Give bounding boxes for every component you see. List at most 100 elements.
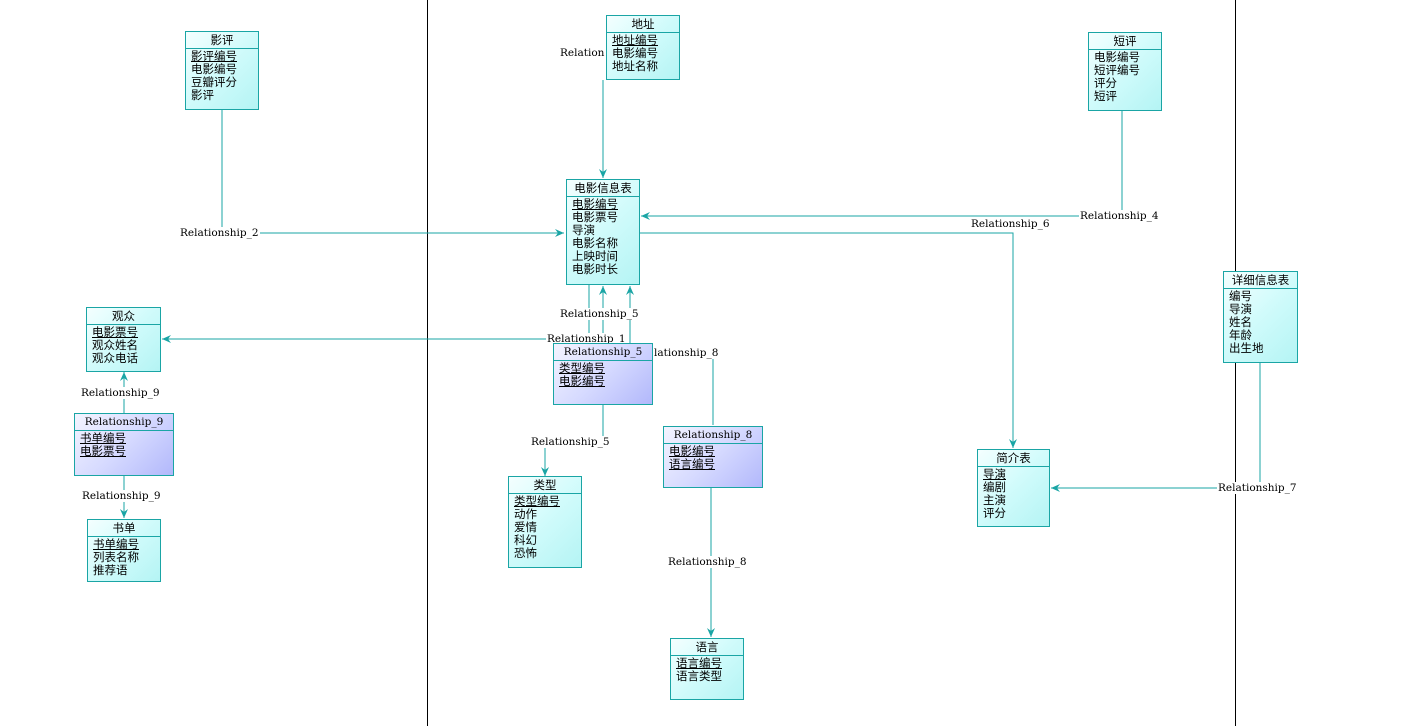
connector-relationship-1[interactable] (162, 285, 590, 343)
attribute: 电影编号 (191, 62, 237, 76)
primary-key-attribute: 类型编号 (559, 361, 605, 375)
attribute: 豆瓣评分 (191, 75, 237, 89)
primary-key-attribute: 电影票号 (92, 325, 138, 339)
label-relationship-9-top: Relationship_9 (80, 387, 161, 399)
label-relationship-8-bottom: Relationship_8 (667, 556, 748, 568)
entity-attributes: 导演编剧主演评分 (978, 467, 1049, 520)
label-relationship-4: Relationship_4 (1079, 210, 1160, 222)
entity-attributes: 电影编号电影票号导演电影名称上映时间电影时长 (567, 197, 639, 276)
connector-relationship-2[interactable] (221, 110, 564, 237)
entity-yingping[interactable]: 影评影评编号电影编号豆瓣评分影评 (185, 31, 259, 110)
entity-title: 语言 (671, 639, 743, 656)
entity-guanzhong[interactable]: 观众电影票号观众姓名观众电话 (86, 307, 161, 372)
attribute: 列表名称 (93, 550, 139, 564)
entity-attributes: 编号导演姓名年龄出生地 (1224, 289, 1297, 355)
label-relationship-6: Relationship_6 (970, 218, 1051, 230)
attribute: 观众姓名 (92, 338, 138, 352)
entity-title: 电影信息表 (567, 180, 639, 197)
entity-attributes: 地址编号电影编号地址名称 (607, 33, 679, 73)
entity-title: Relationship_8 (664, 427, 762, 444)
primary-key-attribute: 地址编号 (612, 33, 658, 47)
attribute: 评分 (1094, 76, 1117, 90)
attribute: 年龄 (1229, 328, 1252, 342)
entity-attributes: 类型编号动作爱情科幻恐怖 (509, 494, 581, 560)
connector-relationship-7[interactable] (1051, 363, 1261, 492)
attribute: 导演 (1229, 302, 1252, 316)
primary-key-attribute: 书单编号 (93, 537, 139, 551)
entity-shudan[interactable]: 书单书单编号列表名称推荐语 (87, 519, 161, 582)
attribute: 电影编号 (1094, 50, 1140, 64)
primary-key-attribute: 电影编号 (572, 197, 618, 211)
page-boundary-line (1235, 0, 1236, 726)
attribute: 科幻 (514, 533, 537, 547)
primary-key-attribute: 书单编号 (80, 431, 126, 445)
entity-title: 详细信息表 (1224, 272, 1297, 289)
attribute: 评分 (983, 506, 1006, 520)
entity-duanping[interactable]: 短评电影编号短评编号评分短评 (1088, 32, 1162, 111)
label-relationship-7: Relationship_7 (1217, 482, 1298, 494)
entity-title: 观众 (87, 308, 160, 325)
entity-title: Relationship_5 (554, 344, 652, 361)
attribute: 短评编号 (1094, 63, 1140, 77)
attribute: 主演 (983, 493, 1006, 507)
entity-attributes: 影评编号电影编号豆瓣评分影评 (186, 49, 258, 102)
attribute: 爱情 (514, 520, 537, 534)
entity-xiangxi[interactable]: 详细信息表编号导演姓名年龄出生地 (1223, 271, 1298, 363)
primary-key-attribute: 类型编号 (514, 494, 560, 508)
entity-title: 地址 (607, 16, 679, 33)
attribute: 影评 (191, 88, 214, 102)
entity-dizhi[interactable]: 地址地址编号电影编号地址名称 (606, 15, 680, 80)
entity-yuyan[interactable]: 语言语言编号语言类型 (670, 638, 744, 700)
connector-relationship-4[interactable] (641, 110, 1123, 220)
attribute: 语言类型 (676, 669, 722, 683)
primary-key-attribute: 语言编号 (676, 656, 722, 670)
attribute: 短评 (1094, 89, 1117, 103)
primary-key-attribute: 电影票号 (80, 444, 126, 458)
label-relationship-1: Relationship_1 (546, 333, 627, 345)
label-relationship-5-bottom: Relationship_5 (530, 436, 611, 448)
attribute: 动作 (514, 507, 537, 521)
attribute: 推荐语 (93, 563, 128, 577)
entity-title: 简介表 (978, 450, 1049, 467)
attribute: 导演 (572, 223, 595, 237)
attribute: 出生地 (1229, 341, 1264, 355)
entity-title: 类型 (509, 477, 581, 494)
entity-attributes: 电影编号短评编号评分短评 (1089, 50, 1161, 103)
entity-jianjie[interactable]: 简介表导演编剧主演评分 (977, 449, 1050, 527)
entity-attributes: 电影票号观众姓名观众电话 (87, 325, 160, 365)
primary-key-attribute: 影评编号 (191, 49, 237, 63)
attribute: 电影票号 (572, 210, 618, 224)
label-relationship-8-top: lationship_8 (653, 347, 720, 359)
attribute: 观众电话 (92, 351, 138, 365)
page-boundary-line (427, 0, 428, 726)
attribute: 电影编号 (612, 46, 658, 60)
entity-title: 短评 (1089, 33, 1161, 50)
primary-key-attribute: 语言编号 (669, 457, 715, 471)
attribute: 编剧 (983, 480, 1006, 494)
label-relationship-5-top: Relationship_5 (559, 308, 640, 320)
attribute: 电影时长 (572, 262, 618, 276)
primary-key-attribute: 电影编号 (559, 374, 605, 388)
label-relationship-2: Relationship_2 (179, 227, 260, 239)
label-relationship-9-bottom: Relationship_9 (81, 490, 162, 502)
attribute: 地址名称 (612, 59, 658, 73)
entity-title: 书单 (88, 520, 160, 537)
primary-key-attribute: 导演 (983, 467, 1006, 481)
primary-key-attribute: 电影编号 (669, 444, 715, 458)
attribute: 姓名 (1229, 315, 1252, 329)
label-relation-dizhi: Relation (560, 47, 605, 59)
entity-attributes: 语言编号语言类型 (671, 656, 743, 683)
entity-leixing[interactable]: 类型类型编号动作爱情科幻恐怖 (508, 476, 582, 568)
entity-dianying[interactable]: 电影信息表电影编号电影票号导演电影名称上映时间电影时长 (566, 179, 640, 285)
entity-title: 影评 (186, 32, 258, 49)
attribute: 上映时间 (572, 249, 618, 263)
entity-attributes: 书单编号电影票号 (75, 431, 173, 458)
attribute: 编号 (1229, 289, 1252, 303)
entity-attributes: 电影编号语言编号 (664, 444, 762, 471)
connector-relationship-6[interactable] (640, 232, 1017, 448)
attribute: 电影名称 (572, 236, 618, 250)
